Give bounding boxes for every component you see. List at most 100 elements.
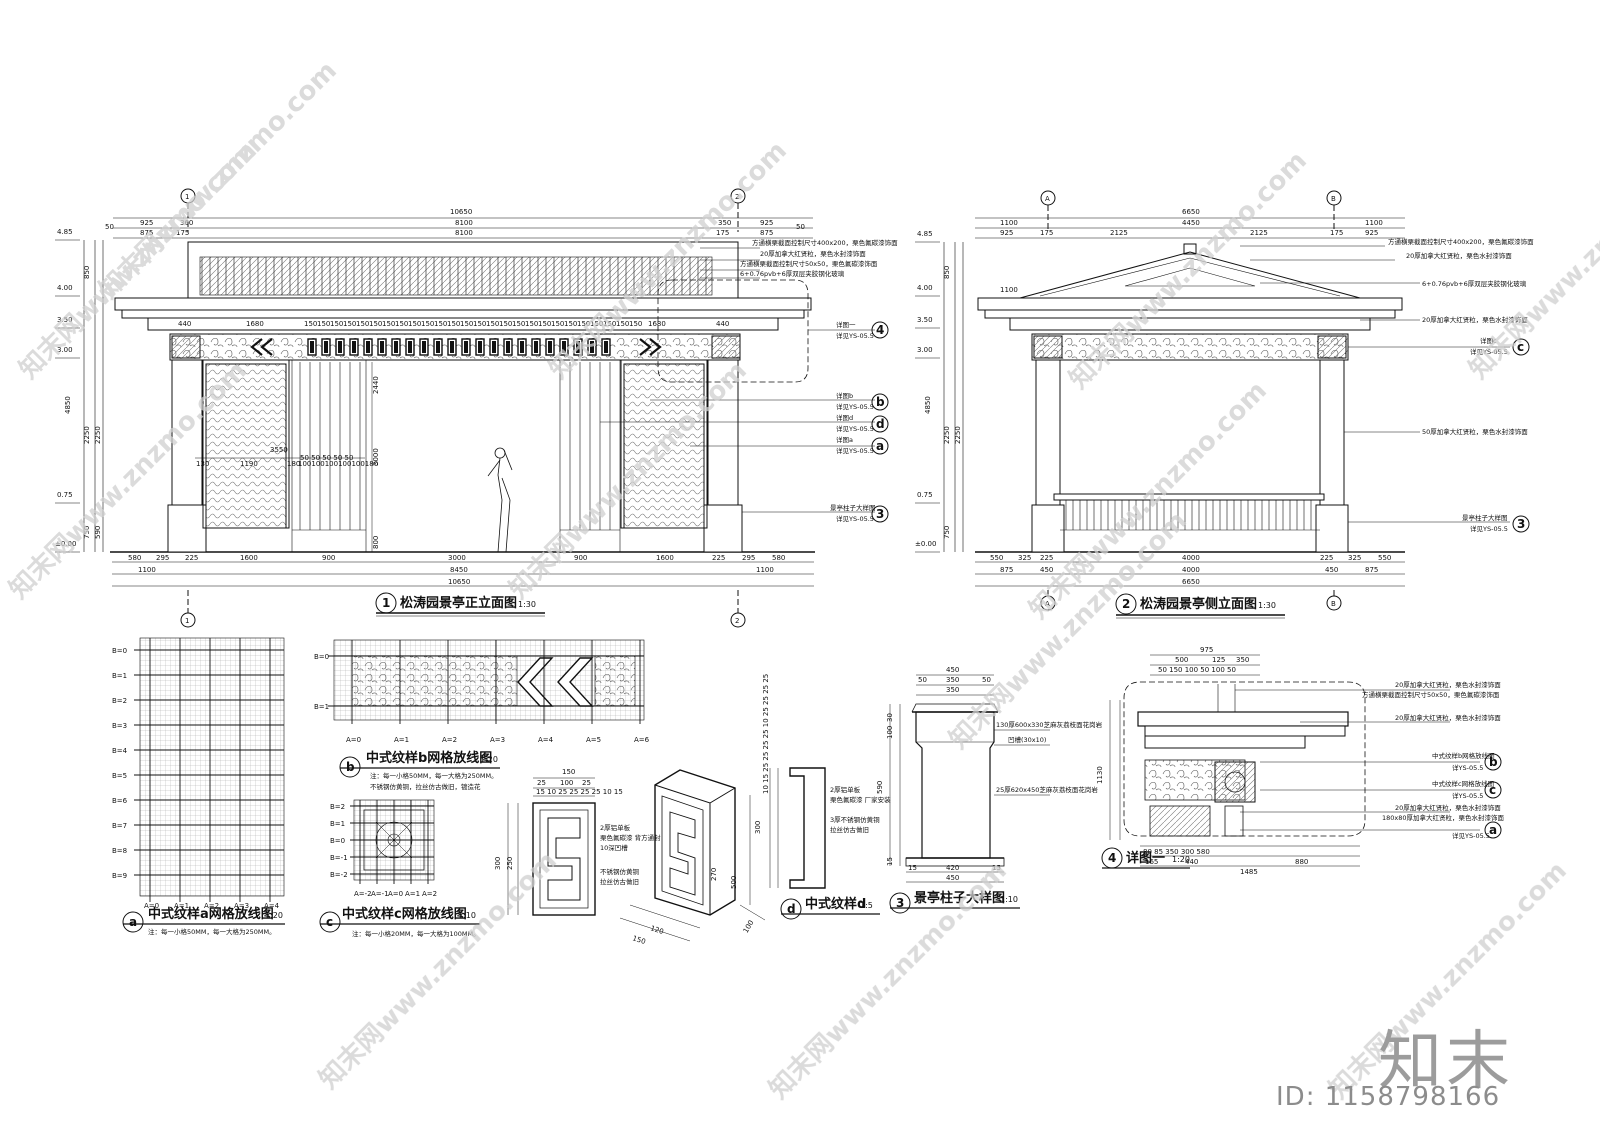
- side-elevation: A B A B 6650 1100 4450 1100 925 175: [915, 190, 1510, 611]
- svg-text:详图b: 详图b: [836, 391, 853, 400]
- svg-text:450: 450: [946, 874, 959, 882]
- svg-text:175: 175: [176, 229, 189, 237]
- image-id-label: ID: 1158798166: [1276, 1082, 1501, 1112]
- svg-text:1680: 1680: [648, 320, 666, 328]
- side-top-dims: 6650 1100 4450 1100 925 175 2125 2125 17…: [975, 208, 1405, 239]
- side-column-left: [1035, 359, 1061, 506]
- svg-text:3550: 3550: [270, 446, 288, 454]
- svg-text:1600: 1600: [656, 554, 674, 562]
- pattern-b-title: b 中式纹样b网格放线图 1:20 注：每一小格50MM，每一大格为250MM。…: [339, 750, 500, 791]
- pitch-dim: 150: [421, 320, 434, 328]
- frieze-tile-inner: [450, 341, 454, 353]
- side-notes: 方通横栗截面控制尺寸400x200，栗色氟碳漆饰面 20厚加拿大红贤粒，栗色水封…: [1388, 237, 1534, 436]
- grid-c-col-label: A=-1: [371, 890, 389, 898]
- svg-text:580: 580: [772, 554, 785, 562]
- svg-text:知末网www.znzmo.com: 知末网www.znzmo.com: [764, 856, 1013, 1105]
- svg-text:225: 225: [1040, 554, 1053, 562]
- svg-text:175: 175: [1040, 229, 1053, 237]
- svg-text:1130: 1130: [1096, 766, 1104, 784]
- axis-2-top: 2: [730, 188, 746, 232]
- svg-text:250: 250: [506, 857, 514, 870]
- pattern-d-title: d 中式纹样d 1:5: [780, 896, 880, 920]
- frieze-tile-inner: [352, 341, 356, 353]
- svg-text:注：每一小格50MM，每一大格为250MM。: 注：每一小格50MM，每一大格为250MM。: [370, 771, 498, 780]
- grid-a-col-label: A=3: [234, 902, 249, 910]
- svg-text:中式纹样a网格放线图: 中式纹样a网格放线图: [148, 906, 274, 922]
- svg-text:3.00: 3.00: [917, 346, 933, 354]
- svg-text:10 15 25 25 25 25 10 25 25 25: 10 15 25 25 25 25 10 25 25 25 25: [762, 674, 770, 794]
- svg-text:350: 350: [946, 686, 959, 694]
- side-level-marks: 4.85 4.00 3.50 3.00 0.75 ±0.00 4850 2250…: [915, 230, 964, 553]
- svg-text:6650: 6650: [1182, 208, 1200, 216]
- svg-text:3.00: 3.00: [57, 346, 73, 354]
- pitch-dim: 150: [603, 320, 616, 328]
- pitch-dim: 150: [460, 320, 473, 328]
- svg-text:d: d: [787, 902, 796, 916]
- svg-text:8100: 8100: [455, 229, 473, 237]
- svg-text:150: 150: [562, 768, 575, 776]
- svg-text:800: 800: [372, 536, 380, 549]
- svg-text:详YS-05.5: 详YS-05.5: [1452, 791, 1483, 800]
- side-refs: 详图c 详见YS-05.5 c 景亭柱子大样图 详见YS-05.5 3: [1462, 336, 1530, 533]
- frieze-tile-inner: [380, 341, 384, 353]
- axis-1-bottom: 1: [180, 590, 196, 628]
- svg-text:350: 350: [718, 219, 731, 227]
- svg-text:20厚加拿大红贤粒，栗色水封漆饰面: 20厚加拿大红贤粒，栗色水封漆饰面: [1395, 713, 1501, 722]
- svg-text:225: 225: [712, 554, 725, 562]
- frieze-tile-inner: [338, 341, 342, 353]
- svg-text:方通横栗截面控制尺寸400x200，栗色氟碳漆饰面: 方通横栗截面控制尺寸400x200，栗色氟碳漆饰面: [1388, 237, 1534, 246]
- svg-text:1: 1: [185, 193, 189, 201]
- frieze-tile-inner: [562, 341, 566, 353]
- front-title: 1 松涛园景亭正立面图 1:30: [375, 592, 545, 617]
- frieze-tile-inner: [464, 341, 468, 353]
- pattern-a-title: a 中式纹样a网格放线图 1:20 注：每一小格50MM，每一大格为250MM。: [122, 906, 285, 936]
- svg-text:360: 360: [180, 219, 193, 227]
- svg-text:8100: 8100: [455, 219, 473, 227]
- frieze-tile-inner: [324, 341, 328, 353]
- pitch-dim: 150: [330, 320, 343, 328]
- svg-text:2厚铝单板: 2厚铝单板: [830, 785, 861, 794]
- svg-text:8450: 8450: [450, 566, 468, 574]
- svg-text:180x80厚加拿大红贤粒，栗色水封漆饰面: 180x80厚加拿大红贤粒，栗色水封漆饰面: [1382, 813, 1505, 822]
- svg-text:景亭柱子大样图: 景亭柱子大样图: [914, 890, 1005, 906]
- svg-text:3: 3: [876, 507, 884, 521]
- grid-a-row-label: B=4: [112, 747, 128, 755]
- grid-a-row-label: B=7: [112, 822, 127, 830]
- svg-text:50: 50: [982, 676, 991, 684]
- frieze-tile-inner: [590, 341, 594, 353]
- svg-text:2250: 2250: [94, 426, 102, 444]
- svg-text:6+0.76pvb+6厚双层夹胶钢化玻璃: 6+0.76pvb+6厚双层夹胶钢化玻璃: [1422, 279, 1527, 288]
- side-bench: [1053, 493, 1325, 501]
- svg-text:b: b: [1489, 755, 1498, 769]
- side-leaders: [1240, 245, 1510, 523]
- pitch-dim: 150: [499, 320, 512, 328]
- svg-text:50: 50: [105, 223, 114, 231]
- detail-one-title: 4 详图一 1:20: [1101, 847, 1190, 869]
- svg-text:4.85: 4.85: [917, 230, 933, 238]
- svg-text:1:30: 1:30: [518, 600, 536, 609]
- watermark-layer: 知末网www.znzmo.com 知末网www.znzmo.com 知末网www…: [4, 56, 1600, 1105]
- column-title: 3 景亭柱子大样图 1:10: [889, 890, 1020, 914]
- svg-text:2125: 2125: [1110, 229, 1128, 237]
- svg-text:100: 100: [560, 779, 573, 787]
- svg-text:1:10: 1:10: [1000, 895, 1018, 904]
- svg-text:450: 450: [946, 666, 959, 674]
- svg-text:景亭柱子大样图: 景亭柱子大样图: [830, 503, 876, 512]
- side-railing: [1065, 500, 1312, 530]
- svg-text:中式纹样d: 中式纹样d: [805, 896, 866, 912]
- grid-a-row-label: B=0: [112, 647, 127, 655]
- frieze-tile-inner: [394, 341, 398, 353]
- svg-text:1: 1: [185, 617, 189, 625]
- pattern-d-front: 150 25 100 25 15 10 25 25 25 25 10 15 30…: [494, 768, 623, 916]
- svg-text:120: 120: [649, 924, 664, 936]
- svg-text:10650: 10650: [448, 578, 470, 586]
- grid-a-col-label: A=2: [204, 902, 219, 910]
- grid-a-row-label: B=6: [112, 797, 128, 805]
- pitch-dim: 150: [382, 320, 395, 328]
- svg-text:4450: 4450: [1182, 219, 1200, 227]
- svg-text:1100: 1100: [756, 566, 774, 574]
- front-column-left: [167, 359, 207, 553]
